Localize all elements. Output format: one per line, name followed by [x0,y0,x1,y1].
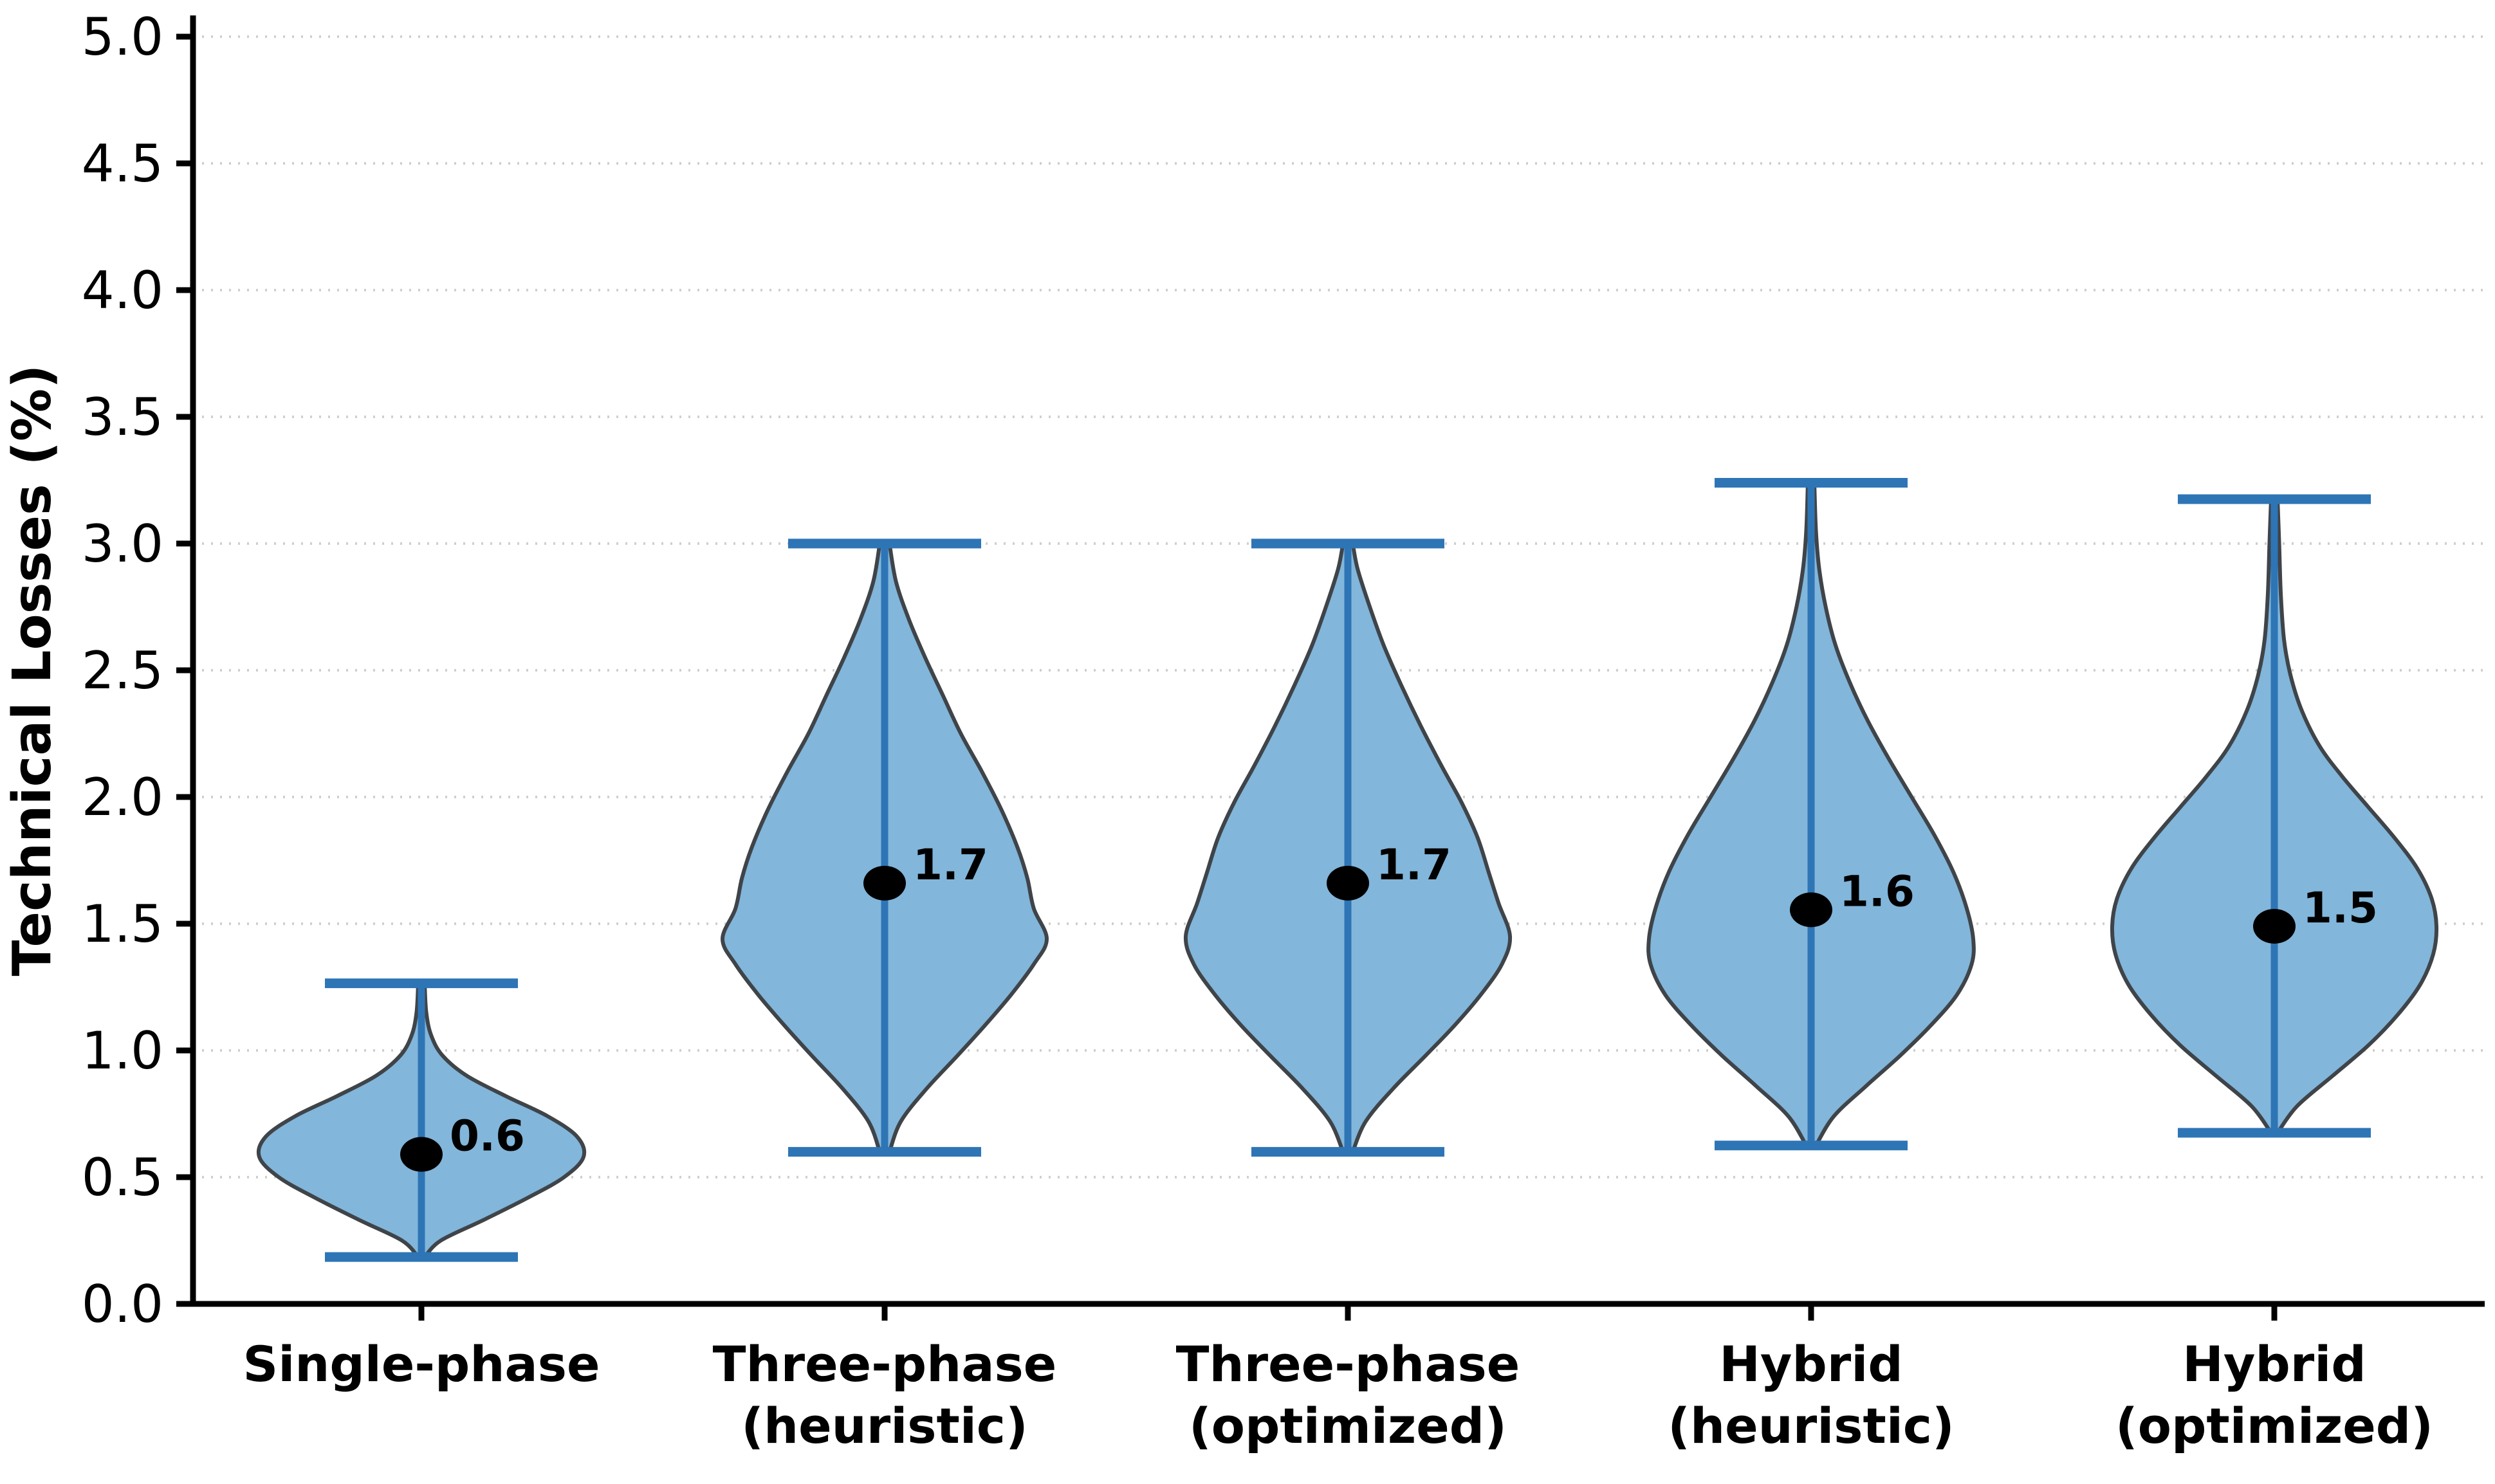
axes-group [176,15,2485,1321]
median-value-label: 1.5 [2303,883,2378,933]
y-axis-label: Technical Losses (%) [2,364,63,976]
violin-5 [2110,494,2439,1138]
y-tick-label: 2.5 [82,641,163,701]
y-tick-label: 2.0 [82,767,163,827]
median-labels-group: 0.6 1.7 1.7 1.6 1.5 [450,840,2378,1161]
y-tick-label: 1.5 [82,894,163,954]
median-dot [400,1137,443,1172]
y-tick-label: 0.0 [82,1274,163,1334]
y-tick-label: 4.5 [82,134,163,194]
y-tick-labels-group: 0.0 0.5 1.0 1.5 2.0 2.5 3.0 3.5 4.0 4.5 5.0 [82,7,163,1334]
median-value-label: 1.7 [913,840,988,890]
x-tick-label-2: Three-phase(heuristic) [713,1335,1057,1454]
median-dot [1790,892,1832,928]
median-dot [1327,865,1369,901]
median-dot [863,865,906,901]
median-value-label: 0.6 [450,1112,525,1161]
x-tick-label-4: Hybrid(heuristic) [1668,1335,1954,1454]
y-tick-label: 1.0 [82,1021,163,1081]
median-value-label: 1.7 [1376,840,1451,890]
x-tick-label-3: Three-phase(optimized) [1176,1335,1520,1454]
y-tick-label: 4.0 [82,261,163,320]
y-tick-label: 3.0 [82,514,163,574]
median-dot [2253,908,2296,944]
median-value-label: 1.6 [1839,866,1915,916]
violin-4 [1646,477,1976,1151]
violins-group [256,477,2439,1262]
violin-3 [1183,538,1513,1157]
y-tick-label: 0.5 [82,1148,163,1207]
y-axis-label-group: Technical Losses (%) [2,364,63,976]
x-tick-label-5: Hybrid(optimized) [2115,1335,2433,1454]
y-tick-label: 5.0 [82,7,163,67]
x-tick-label-1: Single-phase [243,1335,600,1393]
violin-1 [256,978,587,1262]
violin-2 [721,538,1049,1157]
y-tick-label: 3.5 [82,387,163,447]
x-tick-labels-group: Single-phase Three-phase(heuristic) Three-… [243,1335,2433,1454]
